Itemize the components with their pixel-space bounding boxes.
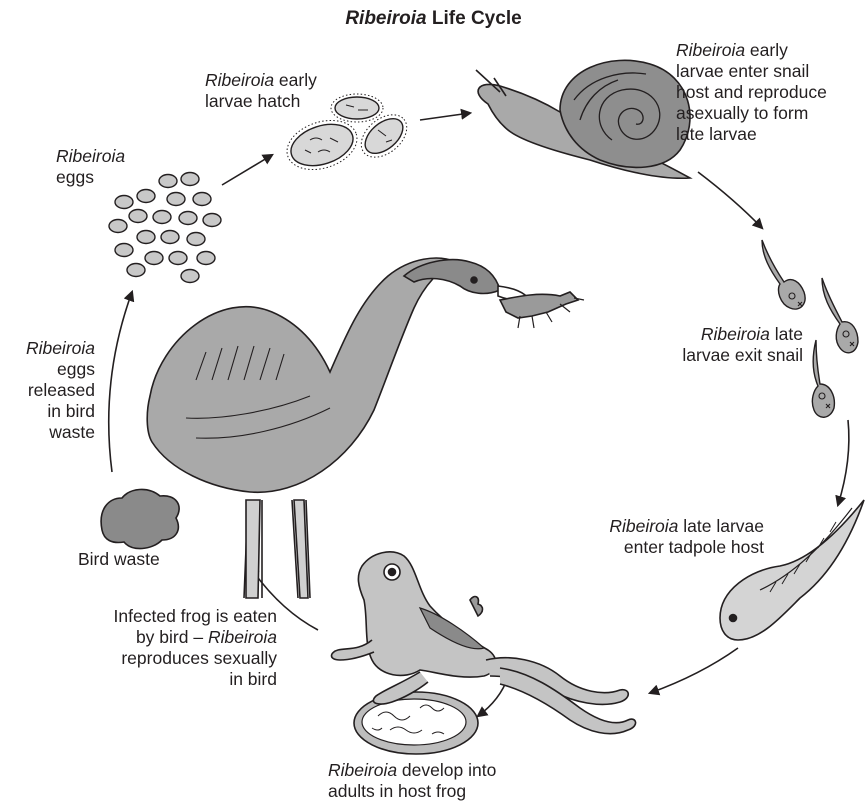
- label-frog-eaten: Infected frog is eaten by bird – Ribeiro…: [114, 606, 277, 690]
- diagram-title: Ribeiroia Life Cycle: [0, 8, 867, 30]
- heron-icon: [147, 258, 584, 598]
- arrow-hatch-to-snail: [420, 113, 470, 120]
- label-develop-in-frog: Ribeiroia develop into adults in host fr…: [328, 760, 496, 802]
- label-early-larvae-hatch: Ribeiroia early larvae hatch: [205, 70, 317, 112]
- label-larvae-exit-snail: Ribeiroia late larvae exit snail: [682, 324, 803, 366]
- cyst-icon: [354, 692, 478, 754]
- label-eggs-released: Ribeiroia eggs released in bird waste: [26, 338, 95, 443]
- snail-icon: [476, 60, 690, 178]
- eggs-cluster-icon: [109, 173, 221, 283]
- label-eggs: Ribeiroia eggs: [56, 146, 125, 188]
- arrow-tadpole-to-frog: [650, 648, 738, 693]
- arrow-snail-to-exit: [698, 172, 762, 228]
- arrow-eggs-to-hatch: [222, 155, 272, 185]
- label-enter-tadpole: Ribeiroia late larvae enter tadpole host: [609, 516, 764, 558]
- label-bird-waste: Bird waste: [78, 549, 160, 570]
- bird-waste-icon: [101, 489, 179, 548]
- arrow-exit-to-tadpole: [838, 420, 849, 505]
- arrow-waste-to-eggs: [109, 292, 132, 472]
- label-snail-host: Ribeiroia early larvae enter snail host …: [676, 40, 827, 145]
